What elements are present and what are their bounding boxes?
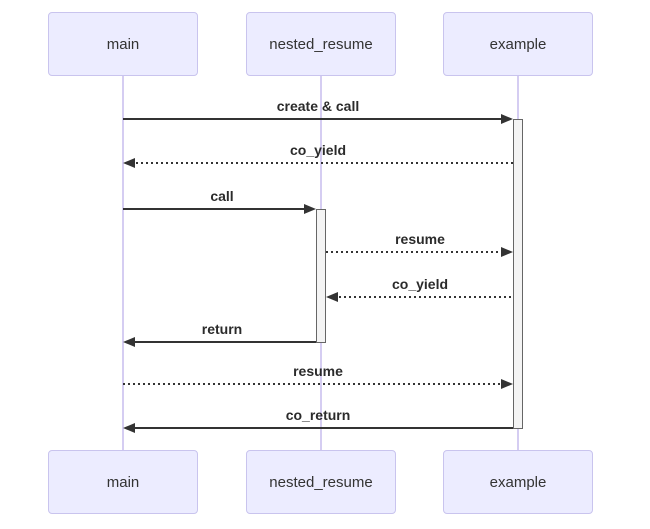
actor-label: main — [106, 473, 140, 491]
message-label: resume — [293, 363, 343, 379]
actor-bottom-nested-resume: nested_resume — [246, 450, 396, 514]
activation-example — [513, 119, 523, 429]
message-label: resume — [395, 231, 445, 247]
message-label: co_return — [285, 407, 351, 423]
message-label: co_yield — [289, 142, 347, 158]
activation-nested-resume — [316, 209, 326, 343]
actor-top-nested-resume: nested_resume — [246, 12, 396, 76]
arrowhead-left-icon — [123, 337, 135, 347]
actor-top-example: example — [443, 12, 593, 76]
message-label: create & call — [276, 98, 360, 114]
actor-label: main — [106, 35, 140, 53]
arrowhead-left-icon — [326, 292, 338, 302]
message-label: co_yield — [391, 276, 449, 292]
actor-label: example — [489, 35, 547, 53]
arrowhead-left-icon — [123, 158, 135, 168]
actor-label: nested_resume — [269, 473, 373, 491]
message-line — [123, 208, 308, 210]
message-line — [123, 118, 505, 120]
actor-label: nested_resume — [269, 35, 373, 53]
lifeline-main — [122, 76, 124, 450]
arrowhead-right-icon — [501, 379, 513, 389]
arrowhead-left-icon — [123, 423, 135, 433]
message-line — [131, 427, 513, 429]
message-label: return — [201, 321, 243, 337]
actor-bottom-example: example — [443, 450, 593, 514]
actor-label: example — [489, 473, 547, 491]
message-line — [131, 341, 316, 343]
message-line — [123, 383, 505, 385]
actor-bottom-main: main — [48, 450, 198, 514]
arrowhead-right-icon — [304, 204, 316, 214]
arrowhead-right-icon — [501, 114, 513, 124]
arrowhead-right-icon — [501, 247, 513, 257]
message-label: call — [210, 188, 234, 204]
actor-top-main: main — [48, 12, 198, 76]
message-line — [326, 251, 505, 253]
message-line — [334, 296, 513, 298]
message-line — [131, 162, 513, 164]
